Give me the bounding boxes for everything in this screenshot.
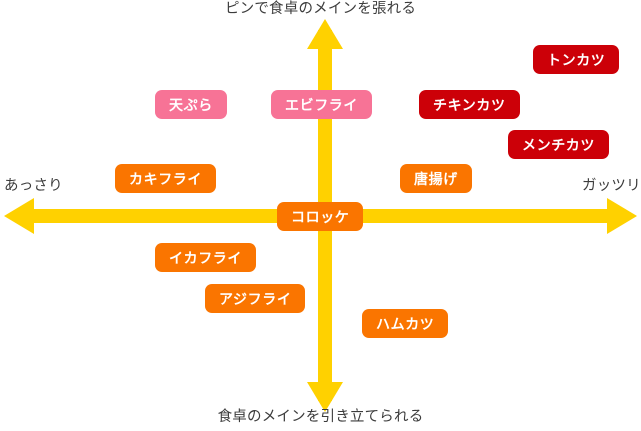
item-badge[interactable]: メンチカツ <box>508 130 609 159</box>
item-badge[interactable]: 天ぷら <box>155 90 227 119</box>
arrow-left-icon <box>4 198 34 234</box>
item-badge[interactable]: アジフライ <box>205 284 306 313</box>
arrow-down-icon <box>307 382 343 412</box>
arrow-up-icon <box>307 19 343 49</box>
item-badge[interactable]: エビフライ <box>271 90 372 119</box>
arrow-right-icon <box>607 198 637 234</box>
item-badge[interactable]: カキフライ <box>115 164 216 193</box>
item-badge[interactable]: 唐揚げ <box>400 164 472 193</box>
item-badge[interactable]: イカフライ <box>155 243 256 272</box>
axis-label-top: ピンで食卓のメインを張れる <box>224 1 417 17</box>
item-badge[interactable]: トンカツ <box>533 45 620 74</box>
item-badge[interactable]: ハムカツ <box>362 309 449 338</box>
axis-label-right: ガッツリ <box>582 178 641 194</box>
axis-label-left: あっさり <box>4 178 63 194</box>
axis-label-bottom: 食卓のメインを引き立てられる <box>217 409 424 425</box>
item-badge[interactable]: チキンカツ <box>419 90 520 119</box>
item-badge[interactable]: コロッケ <box>277 202 364 231</box>
